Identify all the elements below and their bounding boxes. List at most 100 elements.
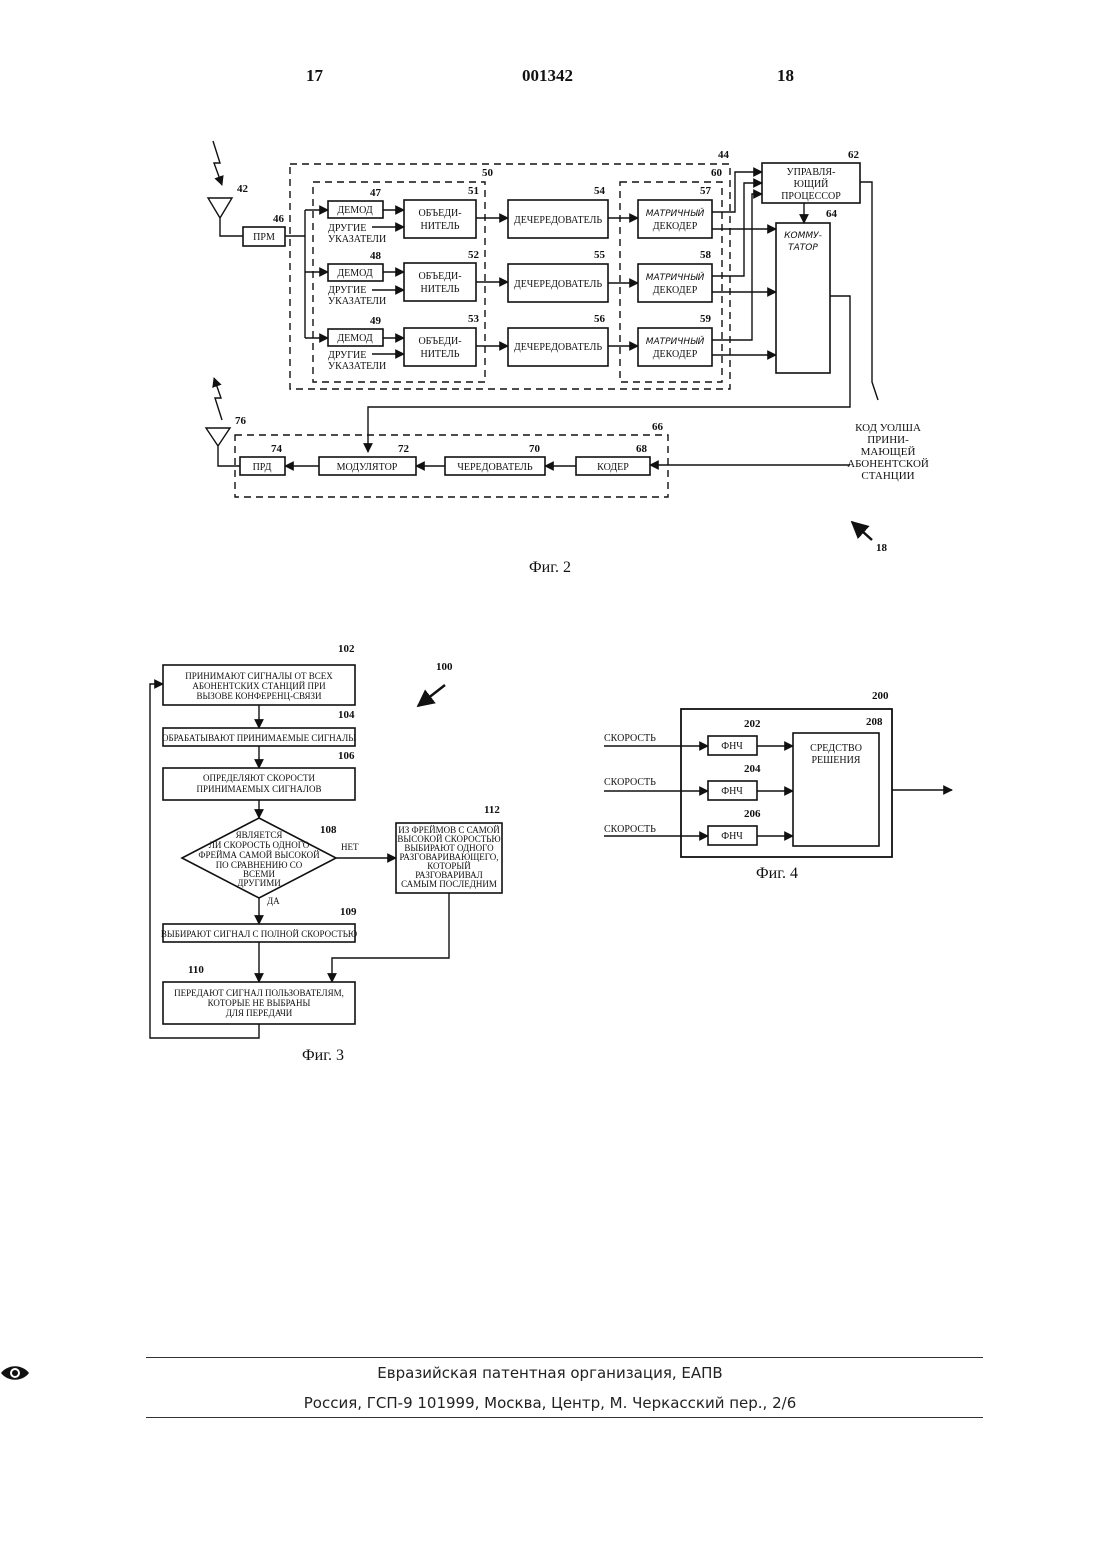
step-text: КОТОРЫЕ НЕ ВЫБРАНЫ [208,998,311,1008]
receiver-label: ПРМ [253,232,275,243]
footer-rule-bottom [146,1417,983,1418]
demod-label: ДЕМОД [337,333,373,344]
ref-50: 50 [482,167,494,179]
no-label: НЕТ [341,842,359,852]
ref-70: 70 [529,443,541,455]
antenna-icon [208,198,243,236]
yes-label: ДА [267,896,280,906]
step-text: ОБРАБАТЫВАЮТ ПРИНИМАЕМЫЕ СИГНАЛЫ [162,733,356,743]
ref-64: 64 [826,208,838,220]
decoder-label: МАТРИЧНЫЙ [646,271,705,283]
processor-label: ЮЩИЙ [794,178,829,190]
step-text: ПЕРЕДАЮТ СИГНАЛ ПОЛЬЗОВАТЕЛЯМ, [174,988,344,998]
ref-60: 60 [711,167,723,179]
decoder-label: ДЕКОДЕР [653,221,698,232]
ref-102: 102 [338,643,355,655]
walsh-code-label: КОД УОЛША [855,422,921,434]
ref-52: 52 [468,249,480,261]
lpf-label: ФНЧ [721,786,743,797]
decision-label: РЕШЕНИЯ [812,755,861,766]
encoder-label: КОДЕР [597,462,629,473]
combiner-label: ОБЪЕДИ- [418,336,461,347]
ref-208: 208 [866,716,883,728]
step-text: ПРИНИМАЕМЫХ СИГНАЛОВ [197,784,322,794]
ref-18: 18 [876,542,888,554]
decoder-label: МАТРИЧНЫЙ [646,335,705,347]
ref-59: 59 [700,313,712,325]
step-text: ДЛЯ ПЕРЕДАЧИ [226,1008,293,1018]
footer-rule-top [146,1357,983,1358]
switch-label: ТАТОР [788,243,818,253]
deinterleaver-label: ДЕЧЕРЕДОВАТЕЛЬ [514,342,603,353]
figure-2: 42 ПРМ 46 44 50 60 ДЕМОД 47 ДРУГИЕ УКАЗА… [206,141,929,576]
ref-57: 57 [700,185,712,197]
ref-47: 47 [370,187,382,199]
fig2-caption: Фиг. 2 [529,559,571,576]
ref-74: 74 [271,443,283,455]
ref-206: 206 [744,808,761,820]
figure-4: 200 СКОРОСТЬ СКОРОСТЬ СКОРОСТЬ ФНЧ 202 Ф… [604,690,952,882]
ref-104: 104 [338,709,355,721]
ref-109: 109 [340,906,357,918]
ref-106: 106 [338,750,355,762]
matrix-decoder-block [638,328,712,366]
decision-text: ФРЕЙМА САМОЙ ВЫСОКОЙ [198,850,320,860]
ref-46: 46 [273,213,285,225]
other-pointers-label: УКАЗАТЕЛИ [328,361,386,372]
rate-input-label: СКОРОСТЬ [604,733,656,744]
ref-100: 100 [436,661,453,673]
footer-org: Евразийская патентная организация, ЕАПВ [0,1364,1100,1382]
step-text: ПРИНИМАЮТ СИГНАЛЫ ОТ ВСЕХ [185,671,333,681]
combiner-label: НИТЕЛЬ [420,221,459,232]
decision-text: ЛИ СКОРОСТЬ ОДНОГО [209,840,310,850]
demod-label: ДЕМОД [337,205,373,216]
ref-76: 76 [235,415,247,427]
ref-62: 62 [848,149,860,161]
other-pointers-label: ДРУГИЕ [328,285,366,296]
step-text: ВЫЗОВЕ КОНФЕРЕНЦ-СВЯЗИ [196,691,322,701]
combiner-block [404,200,476,238]
lightning-icon [213,141,222,185]
ref-54: 54 [594,185,606,197]
matrix-decoder-block [638,264,712,302]
decision-text: ЯВЛЯЕТСЯ [236,830,283,840]
decision-label: СРЕДСТВО [810,743,862,754]
lpf-label: ФНЧ [721,831,743,842]
step-text: АБОНЕНТСКИХ СТАНЦИЙ ПРИ [192,681,326,691]
ref-49: 49 [370,315,382,327]
combiner-label: НИТЕЛЬ [420,349,459,360]
combiner-block [404,328,476,366]
decision-text: ДРУГИМИ [237,878,281,888]
matrix-decoder-block [638,200,712,238]
rate-input-label: СКОРОСТЬ [604,777,656,788]
rate-input-label: СКОРОСТЬ [604,824,656,835]
receiver-row-2: ДЕМОД 48 ДРУГИЕ УКАЗАТЕЛИ ОБЪЕДИ- НИТЕЛЬ… [328,249,712,307]
walsh-code-label: МАЮЩЕЙ [861,446,916,458]
combiner-label: НИТЕЛЬ [420,284,459,295]
walsh-code-label: АБОНЕНТСКОЙ [847,458,929,470]
ref-204: 204 [744,763,761,775]
processor-label: УПРАВЛЯ- [787,167,836,178]
eapo-logo-icon [0,1364,30,1382]
other-pointers-label: ДРУГИЕ [328,223,366,234]
ref-68: 68 [636,443,648,455]
ref-108: 108 [320,824,337,836]
other-pointers-label: ДРУГИЕ [328,350,366,361]
receiver-row-3: ДЕМОД 49 ДРУГИЕ УКАЗАТЕЛИ ОБЪЕДИ- НИТЕЛЬ… [328,313,712,372]
ref-56: 56 [594,313,606,325]
step-text: САМЫМ ПОСЛЕДНИМ [401,879,497,889]
processor-label: ПРОЦЕССОР [781,191,841,202]
ref-110: 110 [188,964,204,976]
deinterleaver-label: ДЕЧЕРЕДОВАТЕЛЬ [514,215,603,226]
combiner-label: ОБЪЕДИ- [418,271,461,282]
lpf-label: ФНЧ [721,741,743,752]
lightning-icon [214,378,222,420]
transmitter-label: ПРД [253,462,272,473]
decoder-label: ДЕКОДЕР [653,285,698,296]
walsh-code-label: ПРИНИ- [867,434,909,446]
ref-200: 200 [872,690,889,702]
step-text: ОПРЕДЕЛЯЮТ СКОРОСТИ [203,773,315,783]
fig3-caption: Фиг. 3 [302,1047,344,1064]
ref-72: 72 [398,443,410,455]
